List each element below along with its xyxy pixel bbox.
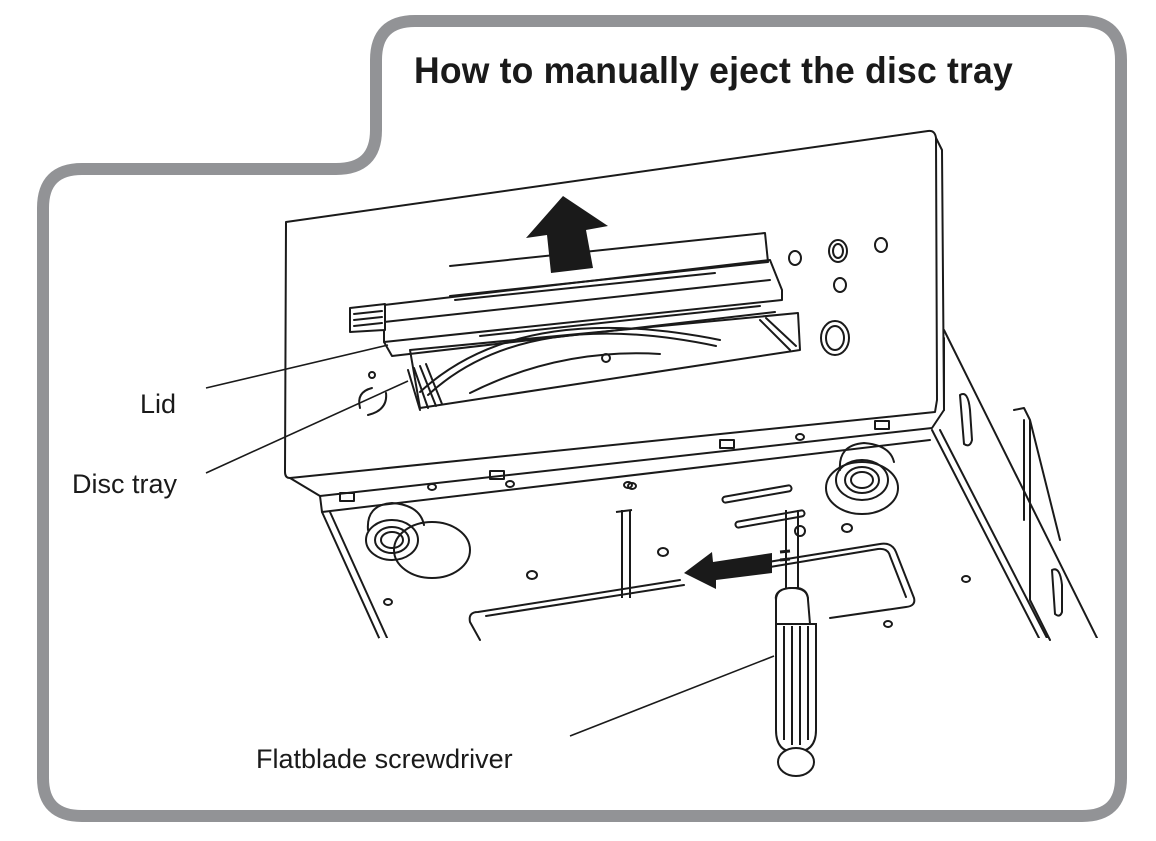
tab — [719, 439, 735, 449]
frame-border — [37, 15, 1127, 822]
leader-line-lid — [205, 344, 389, 389]
side-bracket — [1013, 407, 1061, 641]
control-buttons — [788, 237, 888, 356]
callout-screwdriver: Flatblade screwdriver — [256, 744, 513, 774]
foot-right — [825, 442, 899, 515]
sensor-icon — [358, 371, 388, 416]
screwdriver-icon — [615, 509, 817, 777]
leader-line-screwdriver — [569, 655, 775, 737]
chassis-left-edge — [321, 511, 381, 641]
tab — [489, 470, 505, 480]
screw-holes — [383, 433, 971, 628]
foot-left — [365, 502, 471, 579]
lid — [349, 232, 783, 357]
bottom-recess — [468, 542, 916, 641]
leader-line-disc-tray — [205, 380, 409, 474]
page-title: How to manually eject the disc tray — [414, 50, 1013, 91]
front-panel-edge — [935, 137, 945, 411]
device-drawing — [284, 129, 1102, 642]
tray-opening — [409, 312, 801, 409]
front-panel — [284, 129, 938, 479]
callout-lid: Lid — [140, 389, 177, 419]
callout-disc-tray: Disc tray — [72, 469, 178, 499]
disc-arc — [419, 326, 721, 393]
chassis-right-edge — [931, 429, 1041, 641]
arrow-up-icon — [526, 196, 608, 273]
tab — [339, 492, 355, 502]
tab — [874, 420, 890, 430]
arrow-left-icon — [684, 552, 772, 589]
